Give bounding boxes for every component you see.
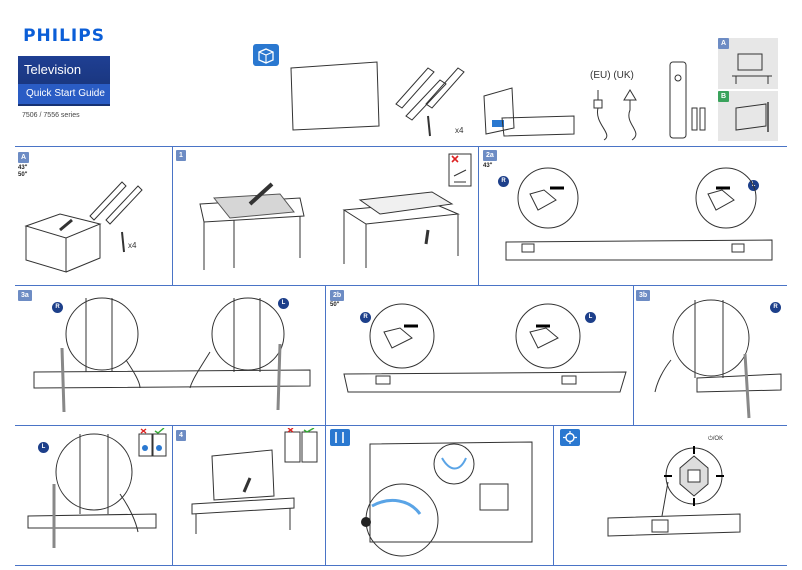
series-label: 7506 / 7556 series [22, 112, 80, 119]
step-2a-right-marker: R [498, 176, 509, 187]
power-cable-illustration [593, 89, 637, 141]
cable-clip-illustration [361, 441, 533, 557]
step-3b-left-screw-illustration [27, 433, 157, 548]
row-divider-2 [15, 285, 787, 286]
philips-logo: PHILIPS [23, 26, 105, 46]
box-contents-icon [253, 44, 279, 66]
remote-and-batteries-illustration [669, 61, 706, 139]
joystick-illustration [607, 446, 741, 537]
step-2b-badge: 2b [330, 290, 345, 301]
option-b-badge: B [718, 91, 730, 102]
wall-mount-icon [735, 102, 769, 132]
col-divider-r3-c [553, 425, 554, 565]
plug-region-label: (EU) (UK) [590, 70, 634, 81]
power-ok-label: ⏻/OK [708, 436, 724, 442]
step-a-badge: A [18, 152, 30, 163]
box-screw-count: x4 [455, 126, 464, 135]
step-3b-badge: 3b [636, 290, 651, 301]
step-3b-screw-illustration [654, 299, 782, 419]
step-1-badge: 1 [176, 150, 186, 161]
step-2a-leg-attach-illustration [505, 167, 773, 261]
row-divider-4 [15, 565, 787, 566]
step-3a-right-marker: R [52, 302, 63, 313]
step-2b-leg-attach-illustration [343, 303, 627, 393]
table-stand-icon [732, 53, 772, 84]
row-divider-3 [15, 425, 787, 426]
step-3a-left-marker: L [278, 298, 289, 309]
soft-surface-table-illustration [199, 182, 305, 270]
tv-upright-illustration [191, 449, 295, 534]
step-a-size-43: 43" [18, 165, 28, 171]
step-2b-right-marker: R [360, 312, 371, 323]
step-3a-badge: 3a [18, 290, 32, 301]
controls-icon [560, 429, 580, 446]
step-4-badge: 4 [176, 430, 186, 441]
tv-panel-illustration [290, 61, 380, 131]
unboxing-illustration [24, 181, 143, 273]
step-2b-size: 50" [330, 302, 340, 308]
step-a-screw-count: x4 [128, 241, 137, 250]
documents-illustration [483, 87, 575, 137]
step-2a-size: 43" [483, 163, 493, 169]
row-divider-1 [15, 146, 787, 147]
col-divider-r3-b [325, 425, 326, 565]
col-divider-r2-a [325, 285, 326, 425]
tv-face-down-illustration [342, 191, 460, 268]
col-divider-r1-b [478, 146, 479, 285]
screw-driver-choice-icon [138, 428, 167, 457]
step-2a-badge: 2a [483, 150, 497, 161]
step-3b-left-marker: L [38, 442, 49, 453]
cable-management-icon [330, 429, 350, 446]
stand-legs-illustration [395, 67, 465, 137]
col-divider-r1-a [172, 146, 173, 285]
col-divider-r2-b [633, 285, 634, 425]
col-divider-r3-a [172, 425, 173, 565]
option-a-badge: A [718, 38, 730, 49]
no-hard-surface-icon [448, 153, 472, 187]
lift-method-choice-icon [284, 428, 318, 463]
product-title: Television [24, 62, 82, 77]
guide-title: Quick Start Guide [18, 84, 110, 104]
step-3a-screw-illustration [33, 297, 311, 413]
step-a-size-50: 50" [18, 172, 28, 178]
step-3b-right-marker: R [770, 302, 781, 313]
step-2b-left-marker: L [585, 312, 596, 323]
